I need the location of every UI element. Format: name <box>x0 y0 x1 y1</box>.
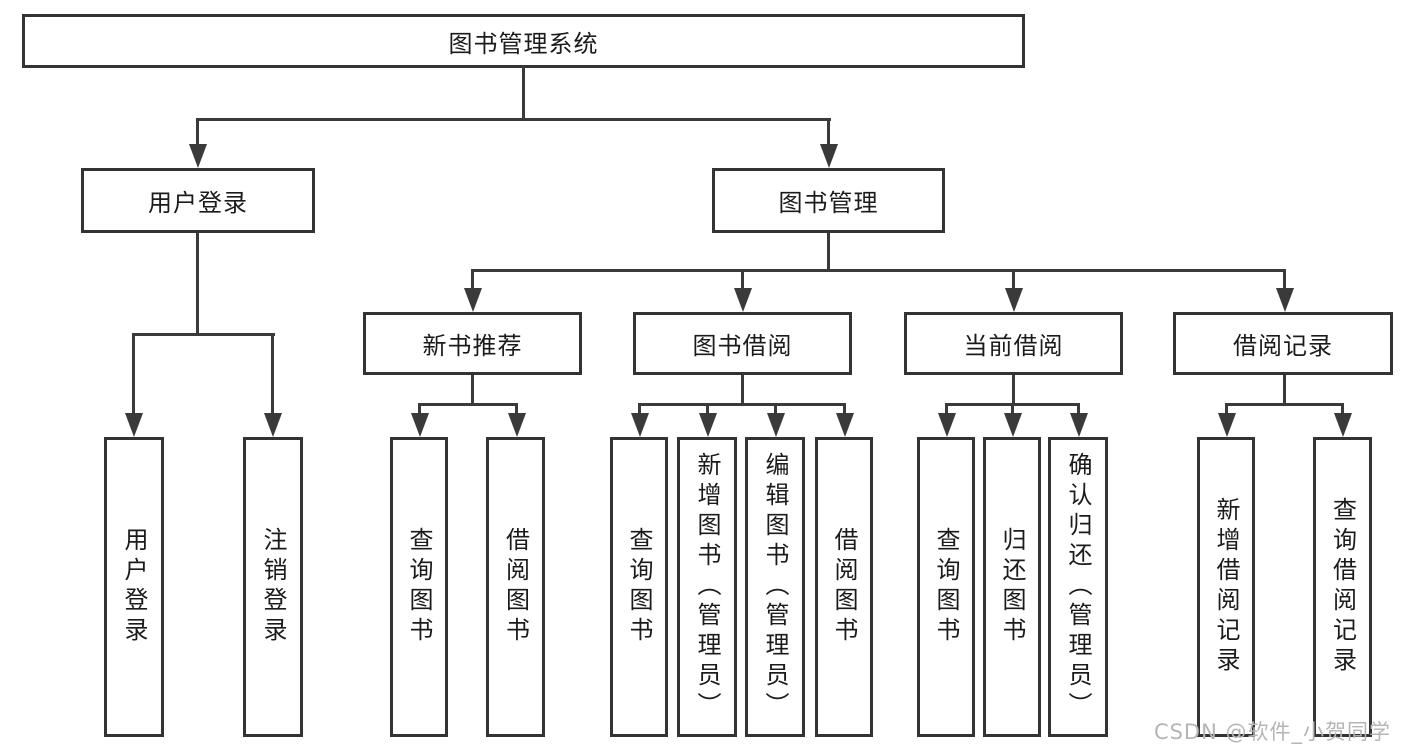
node-borrow-records: 借阅记录 <box>1173 312 1393 375</box>
leaf-logout: 注销登录 <box>243 437 303 737</box>
node-label: 当前借阅 <box>963 332 1064 360</box>
node-label: 确认归还（管理员） <box>1064 452 1092 722</box>
connector-user-login-branch <box>132 333 275 336</box>
connector-drop-book-management <box>827 118 830 146</box>
arrowhead <box>1070 413 1088 437</box>
node-label: 查询借阅记录 <box>1328 497 1357 677</box>
connector-drop <box>515 403 518 415</box>
connector-drop <box>1225 403 1228 415</box>
node-label: 新书推荐 <box>422 332 523 360</box>
arrowhead <box>767 413 785 437</box>
connector-drop-leaf-login <box>132 333 135 415</box>
connector-new-book-stem <box>471 375 474 406</box>
node-label: 图书管理系统 <box>448 29 599 58</box>
node-label: 查询图书 <box>625 527 653 647</box>
leaf-return-books: 归还图书 <box>983 437 1041 737</box>
arrowhead <box>1004 413 1022 437</box>
node-label: 借阅图书 <box>501 527 530 647</box>
node-label: 查询图书 <box>405 527 433 647</box>
arrowhead <box>938 413 956 437</box>
node-label: 归还图书 <box>998 527 1026 647</box>
connector-drop <box>1341 403 1344 415</box>
arrowhead-book-borrow <box>734 288 752 312</box>
arrowhead <box>411 413 429 437</box>
node-book-borrow: 图书借阅 <box>633 312 852 375</box>
connector-borrow-records-branch <box>1225 403 1344 406</box>
leaf-borrow-books: 借阅图书 <box>815 437 873 737</box>
connector-user-login-stem <box>196 233 199 336</box>
arrowhead <box>1334 413 1352 437</box>
arrowhead-book-management <box>820 144 838 168</box>
watermark: CSDN @软件_小贺同学 <box>1153 720 1391 744</box>
connector-drop-borrow-records <box>1283 269 1286 290</box>
connector-drop-new-book <box>471 269 474 290</box>
node-label: 新增图书（管理员） <box>693 452 721 722</box>
node-label: 注销登录 <box>259 527 287 647</box>
leaf-query-books-current: 查询图书 <box>917 437 975 737</box>
arrowhead <box>508 413 526 437</box>
connector-drop-leaf-logout <box>271 333 274 415</box>
arrowhead-borrow-records <box>1276 288 1294 312</box>
arrowhead-leaf-logout <box>264 413 282 437</box>
node-new-book-recommend: 新书推荐 <box>363 312 582 375</box>
connector-root-stem <box>522 66 525 120</box>
node-user-login: 用户登录 <box>81 168 315 233</box>
node-label: 借阅记录 <box>1233 332 1333 360</box>
connector-book-borrow-branch <box>638 403 846 406</box>
arrowhead-user-login <box>189 144 207 168</box>
leaf-query-books-recommend: 查询图书 <box>390 437 448 737</box>
arrowhead <box>836 413 854 437</box>
connector-drop <box>418 403 421 415</box>
arrowhead <box>1218 413 1236 437</box>
node-label: 新增借阅记录 <box>1212 497 1240 677</box>
connector-book-borrow-stem <box>741 375 744 406</box>
leaf-query-borrow-record: 查询借阅记录 <box>1313 437 1372 737</box>
arrowhead <box>699 413 717 437</box>
node-label: 借阅图书 <box>830 527 858 647</box>
connector-book-management-stem <box>827 233 830 272</box>
arrowhead <box>631 413 649 437</box>
connector-drop <box>706 403 709 415</box>
connector-drop <box>1011 403 1014 415</box>
arrowhead-new-book <box>464 288 482 312</box>
leaf-add-books-admin: 新增图书（管理员） <box>677 437 737 737</box>
connector-drop-current-borrow <box>1012 269 1015 290</box>
node-label: 图书管理 <box>778 189 879 217</box>
node-label: 编辑图书（管理员） <box>761 452 789 722</box>
leaf-query-books-borrow: 查询图书 <box>610 437 668 737</box>
connector-drop-user-login <box>196 118 199 146</box>
connector-new-book-branch <box>418 403 518 406</box>
leaf-edit-books-admin: 编辑图书（管理员） <box>745 437 805 737</box>
node-label: 查询图书 <box>932 527 960 647</box>
leaf-confirm-return-admin: 确认归还（管理员） <box>1048 437 1108 737</box>
connector-drop <box>1077 403 1080 415</box>
node-label: 图书借阅 <box>692 332 793 360</box>
node-label: 用户登录 <box>120 527 148 647</box>
node-label: 用户登录 <box>148 189 248 217</box>
leaf-borrow-books-recommend: 借阅图书 <box>486 437 545 737</box>
leaf-user-login: 用户登录 <box>104 437 164 737</box>
connector-drop <box>945 403 948 415</box>
arrowhead-leaf-login <box>125 413 143 437</box>
connector-drop <box>843 403 846 415</box>
connector-current-borrow-stem <box>1012 375 1015 406</box>
connector-drop <box>638 403 641 415</box>
connector-drop-book-borrow <box>741 269 744 290</box>
node-book-management: 图书管理 <box>712 168 945 233</box>
leaf-add-borrow-record: 新增借阅记录 <box>1197 437 1255 737</box>
node-current-borrow: 当前借阅 <box>904 312 1123 375</box>
connector-book-management-branch <box>471 269 1286 272</box>
connector-drop <box>774 403 777 415</box>
node-library-management-system: 图书管理系统 <box>22 14 1025 68</box>
arrowhead-current-borrow <box>1005 288 1023 312</box>
connector-root-branch <box>196 118 831 121</box>
connector-borrow-records-stem <box>1283 375 1286 406</box>
